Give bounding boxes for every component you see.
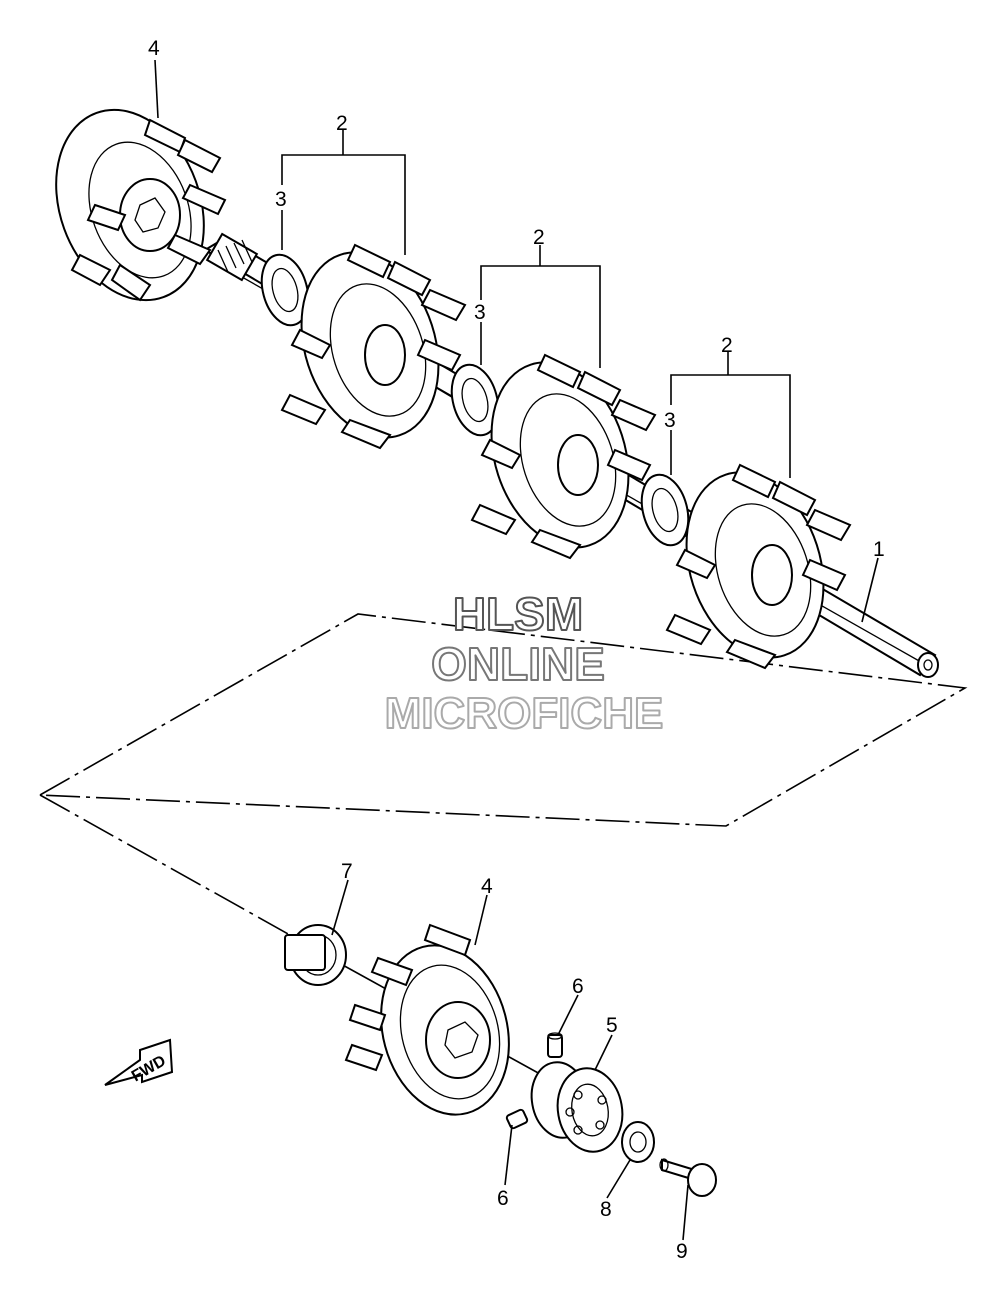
sprocket-assembly-3 (640, 463, 852, 670)
callout-6-bottom: 6 (497, 1187, 509, 1210)
leader-lines (154, 59, 879, 1241)
callout-2-third: 2 (721, 334, 733, 357)
circlip (284, 924, 347, 986)
callout-3-first: 3 (275, 188, 287, 211)
bolt (659, 1158, 717, 1197)
callout-5: 5 (606, 1014, 618, 1037)
drive-sprocket-bottom (344, 923, 510, 1116)
callout-9: 9 (676, 1240, 688, 1263)
watermark: HLSM ONLINE MICROFICHE (384, 587, 665, 739)
callout-6-top: 6 (572, 975, 584, 998)
callout-8: 8 (600, 1198, 612, 1221)
watermark-line-2: ONLINE (431, 638, 605, 690)
callout-3-third: 3 (664, 409, 676, 432)
collar (621, 1121, 655, 1163)
callout-2-first: 2 (336, 112, 348, 135)
set-screw-top (547, 1032, 563, 1058)
callout-4-bottom: 4 (481, 875, 493, 898)
shaft-spline (205, 232, 259, 282)
callout-4-top: 4 (148, 37, 160, 60)
callout-1: 1 (873, 538, 885, 561)
callout-2-second: 2 (533, 226, 545, 249)
set-screw-bottom (505, 1108, 529, 1130)
fwd-direction-arrow: FWD (104, 1038, 174, 1086)
callout-numbers: 4 2 3 2 3 2 3 1 7 4 6 5 6 8 9 (148, 37, 885, 1263)
callout-3-second: 3 (474, 301, 486, 324)
bearing-housing (530, 1061, 624, 1153)
watermark-line-1: HLSM (453, 588, 583, 640)
drive-sprocket-top (55, 108, 227, 302)
sprocket-assembly-2 (450, 353, 657, 560)
watermark-line-3: MICROFICHE (385, 689, 664, 738)
callout-7: 7 (341, 860, 353, 883)
sprocket-assembly-1 (260, 243, 467, 450)
